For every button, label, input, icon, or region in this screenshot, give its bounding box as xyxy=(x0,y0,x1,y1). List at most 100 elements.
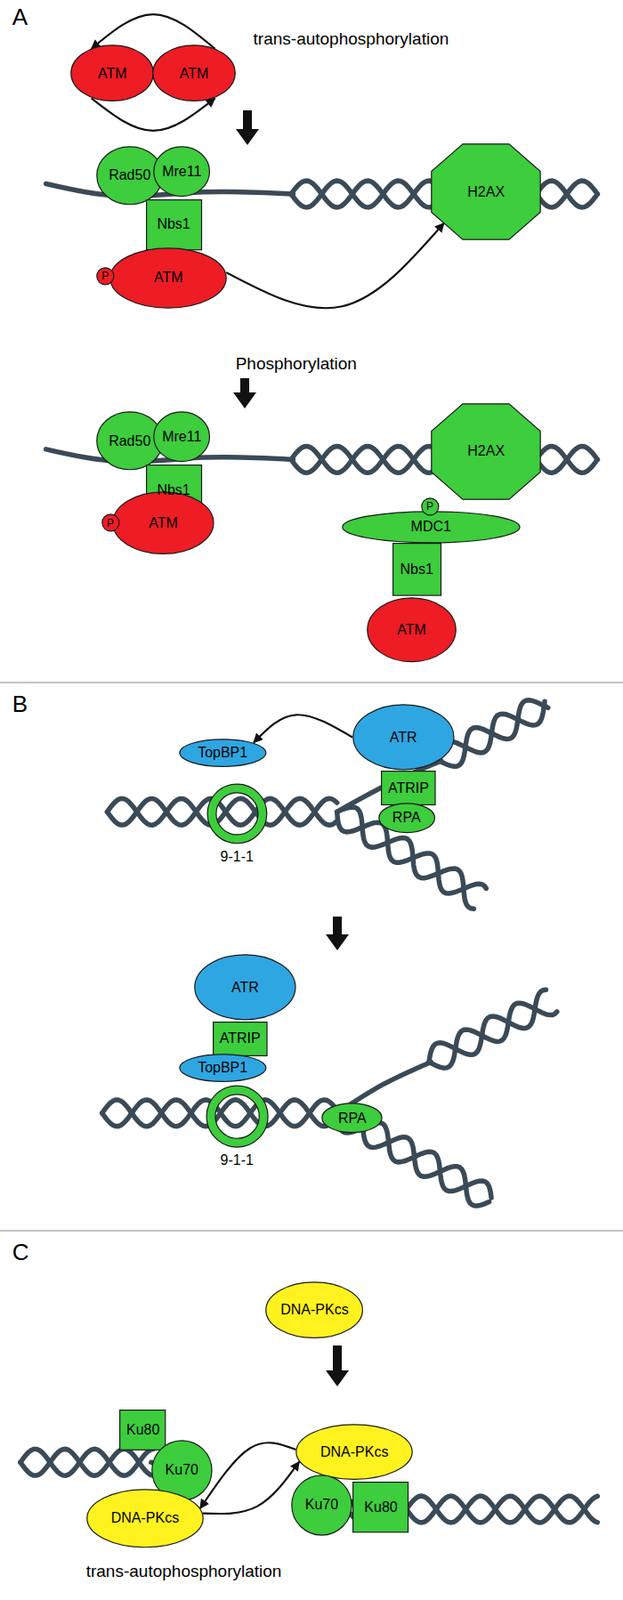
kinase-ellipse: ATR xyxy=(194,954,297,1021)
step-arrow xyxy=(325,1345,349,1387)
protein-ellipse: TopBP1 xyxy=(178,738,267,768)
node-label: ATM xyxy=(153,270,184,285)
node-label: TopBP1 xyxy=(197,745,248,761)
kinase-ellipse: ATM xyxy=(152,44,236,102)
kinase-ellipse: ATM xyxy=(112,491,215,555)
dna-helix xyxy=(428,1003,558,1068)
panel-letter: B xyxy=(12,692,28,716)
node-label: ATRIP xyxy=(219,1031,261,1046)
node-label: 9-1-1 xyxy=(220,1153,254,1168)
protein-box: Nbs1 xyxy=(145,199,203,251)
reaction-arrow xyxy=(91,97,216,130)
node-label: Mre11 xyxy=(161,164,202,179)
protein-circle: Mre11 xyxy=(153,411,211,462)
dna-helix xyxy=(106,798,337,826)
step-arrow xyxy=(233,378,257,409)
node-label: H2AX xyxy=(467,185,505,200)
clamp-ring: 9-1-1 xyxy=(205,1084,269,1149)
dna-helix xyxy=(428,989,547,1062)
dna-helix xyxy=(438,700,548,768)
node-label: RPA xyxy=(392,810,421,826)
dna-helix xyxy=(102,1100,338,1127)
process-label: trans-autophosphorylation xyxy=(86,1562,283,1580)
step-arrow xyxy=(235,110,259,146)
node-label: DNA-PKcs xyxy=(320,1445,389,1460)
protein-ellipse: MDC1 xyxy=(341,510,521,544)
phospho-dot: P xyxy=(96,267,115,286)
node-label: TopBP1 xyxy=(197,1060,248,1076)
kinase-ellipse: ATM xyxy=(109,247,227,309)
kinase-ellipse: DNA-PKcs xyxy=(86,1488,204,1549)
node-label: Ku70 xyxy=(305,1497,339,1513)
dna-helix xyxy=(20,1448,154,1476)
node-label: ATRIP xyxy=(388,781,429,796)
node-label: P xyxy=(101,270,109,282)
process-label: Phosphorylation xyxy=(235,355,357,373)
protein-box: Ku80 xyxy=(352,1481,409,1533)
dna-strands xyxy=(20,180,598,1523)
dna-helix xyxy=(438,701,545,761)
phospho-dot: P xyxy=(420,497,440,517)
node-label: Ku80 xyxy=(364,1500,397,1515)
protein-ellipse: RPA xyxy=(378,802,436,834)
node-label: DNA-PKcs xyxy=(111,1511,179,1526)
phospho-dot: P xyxy=(101,513,121,533)
kinase-ellipse: ATR xyxy=(352,703,455,771)
node-label: Nbs1 xyxy=(156,483,190,498)
panel-letter: C xyxy=(12,1240,30,1264)
protein-box: ATRIP xyxy=(380,770,437,806)
node-label: Mre11 xyxy=(161,429,202,445)
dna-helix xyxy=(337,1108,490,1206)
dna-helix xyxy=(337,807,475,909)
histone-octagon: H2AX xyxy=(430,143,542,241)
reaction-arrow xyxy=(200,1442,297,1509)
protein-circle: Rad50 xyxy=(96,145,164,206)
dna-helix xyxy=(106,798,337,826)
kinase-ellipse: DNA-PKcs xyxy=(295,1424,413,1481)
panel-separator xyxy=(0,681,623,683)
protein-box: ATRIP xyxy=(212,1021,268,1057)
step-arrow xyxy=(325,916,349,951)
node-label: Rad50 xyxy=(108,434,151,449)
protein-circle: Rad50 xyxy=(96,411,164,471)
node-outline xyxy=(205,1084,269,1149)
dna-helix xyxy=(102,1100,338,1127)
node-label: Ku80 xyxy=(126,1423,160,1438)
node-label: ATM xyxy=(97,66,128,81)
node-label: MDC1 xyxy=(411,519,452,534)
node-label: P xyxy=(106,517,114,529)
kinase-ellipse: ATM xyxy=(366,597,457,663)
protein-ellipse: RPA xyxy=(321,1102,383,1133)
protein-circle: Mre11 xyxy=(153,145,211,197)
node-label: ATM xyxy=(148,516,178,531)
node-label: Nbs1 xyxy=(400,562,434,577)
reaction-arrow xyxy=(202,1462,300,1515)
node-label: Rad50 xyxy=(108,168,151,183)
node-label: ATM xyxy=(396,623,427,638)
panel-letter: A xyxy=(12,5,28,29)
node-label: ATM xyxy=(179,66,210,81)
reaction-arrow xyxy=(253,714,353,743)
reaction-arrow xyxy=(226,223,444,309)
node-outline xyxy=(206,783,268,845)
process-label: trans-autophosphorylation xyxy=(253,30,450,48)
node-label: H2AX xyxy=(467,444,505,459)
panel-separator xyxy=(0,1229,623,1231)
node-label: DNA-PKcs xyxy=(280,1302,348,1318)
protein-circle: Ku70 xyxy=(291,1474,353,1537)
kinase-ellipse: DNA-PKcs xyxy=(265,1281,364,1339)
node-label: Ku70 xyxy=(165,1463,199,1478)
protein-ellipse: TopBP1 xyxy=(178,1053,267,1083)
histone-octagon: H2AX xyxy=(430,403,542,501)
protein-box: Ku80 xyxy=(119,1409,166,1451)
dna-helix xyxy=(20,1448,154,1476)
node-label: ATR xyxy=(231,980,259,996)
kinase-ellipse: ATM xyxy=(70,44,154,102)
node-label: P xyxy=(426,501,434,512)
node-label: Nbs1 xyxy=(156,217,190,232)
node-label: RPA xyxy=(338,1111,367,1126)
node-label: 9-1-1 xyxy=(220,849,254,865)
node-label: ATR xyxy=(389,730,418,745)
